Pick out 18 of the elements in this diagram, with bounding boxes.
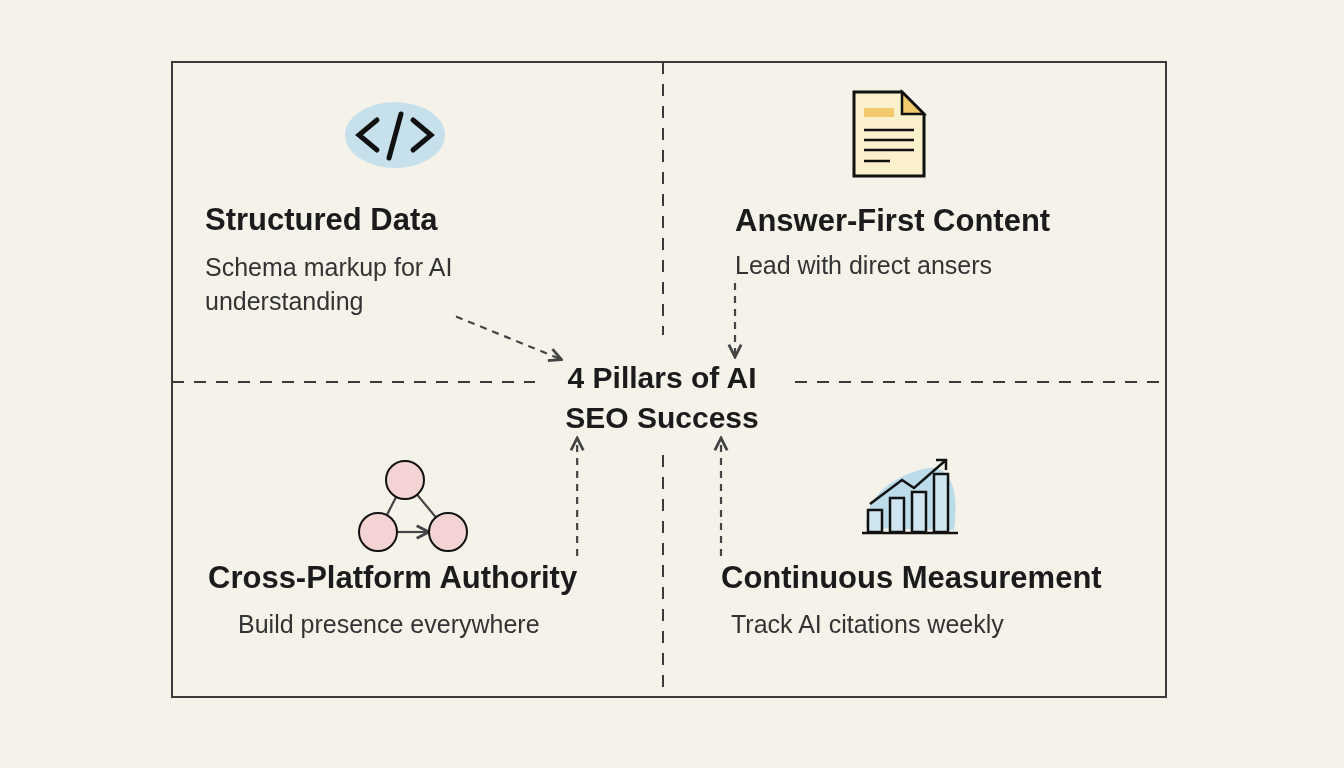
- pillar-description: Build presence everywhere: [238, 609, 541, 640]
- pillar-heading: Continuous Measurement: [721, 560, 1102, 596]
- network-circle: [385, 460, 425, 500]
- arrow: [713, 436, 729, 556]
- arrow: [727, 283, 743, 359]
- pillar-description: Lead with direct ansers: [735, 250, 994, 281]
- connector-line: [385, 496, 398, 516]
- pillar-description: Schema markup for AI understanding: [205, 252, 454, 317]
- network-circle: [358, 512, 398, 552]
- title-text: 4 Pillars of AI SEO Success: [564, 360, 760, 436]
- pillar-heading: Cross-Platform Authority: [208, 560, 578, 596]
- pillar-heading: Structured Data: [205, 202, 438, 238]
- arrow: [455, 315, 563, 362]
- connector-line: [416, 493, 437, 519]
- pillar-description: Track AI citations weekly: [731, 609, 1005, 640]
- pillar-heading: Answer-First Content: [735, 203, 1051, 239]
- arrow: [569, 436, 585, 556]
- network-circle: [428, 512, 468, 552]
